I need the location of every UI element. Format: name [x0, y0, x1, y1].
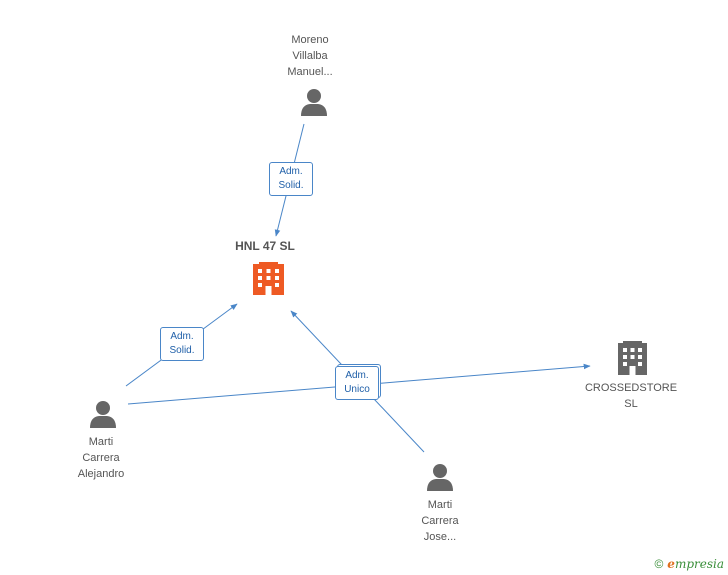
person-label-marti-jose[interactable]: Marti Carrera Jose...	[421, 499, 459, 543]
empresia-logo[interactable]: empresia	[667, 557, 724, 571]
building-icon[interactable]	[253, 262, 284, 295]
person-label-marti-alejandro[interactable]: Marti Carrera Alejandro	[77, 436, 125, 480]
edge-label-moreno-hnl[interactable]: Adm. Solid.	[269, 162, 313, 196]
person-icon[interactable]	[301, 89, 327, 116]
edge-label-unico[interactable]: Adm. Unico	[335, 366, 379, 400]
person-icon[interactable]	[90, 401, 116, 428]
copyright-icon: ©	[654, 557, 664, 571]
company-label-hnl[interactable]: HNL 47 SL	[235, 239, 295, 253]
company-label-crossedstore[interactable]: CROSSEDSTORE SL	[584, 382, 678, 410]
edge-label-alejandro-hnl[interactable]: Adm. Solid.	[160, 327, 204, 361]
person-icon[interactable]	[427, 464, 453, 491]
person-label-moreno[interactable]: Moreno Villalba Manuel...	[287, 34, 333, 78]
copyright-footer: © empresia	[654, 557, 724, 571]
building-icon[interactable]	[618, 341, 647, 375]
